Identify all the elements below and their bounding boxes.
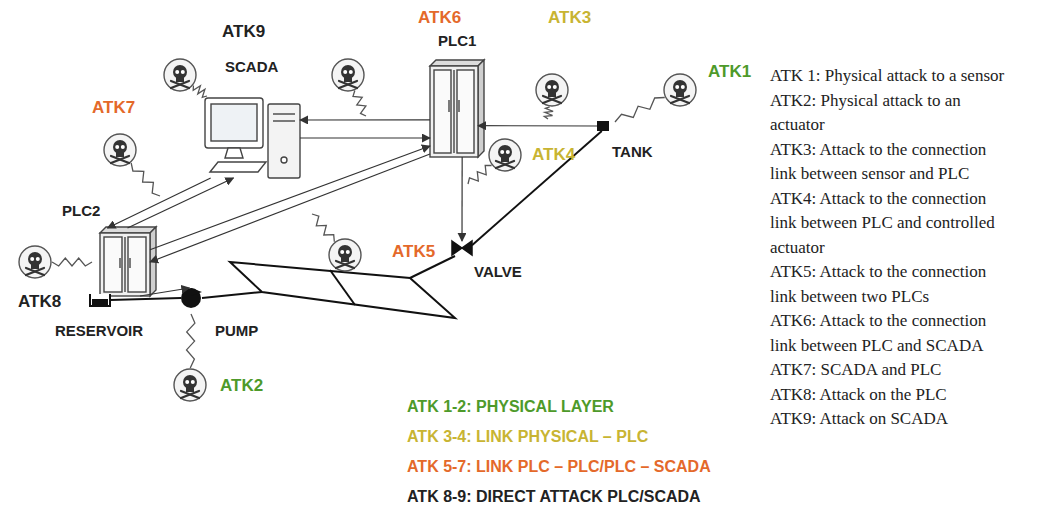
pipe-line — [110, 298, 181, 300]
attack-label: ATK6 — [418, 8, 461, 28]
signal-arrow — [300, 137, 430, 138]
plc-cabinet — [430, 60, 484, 157]
signal-arrow — [150, 146, 430, 250]
plc-cabinet — [100, 227, 156, 296]
signal-arrow — [478, 125, 597, 127]
attack-stroke — [193, 85, 207, 97]
node-label: RESERVOIR — [55, 322, 143, 339]
node-label: PUMP — [215, 322, 258, 339]
attack-stroke — [615, 98, 665, 122]
category-label: ATK 8-9: DIRECT ATTACK PLC/SCADA — [407, 488, 701, 506]
attack-stroke — [131, 163, 160, 196]
scada-icon — [205, 98, 300, 178]
attack-label: ATK9 — [222, 22, 265, 42]
attack-description: ATK8: Attack on the PLC — [770, 383, 1010, 408]
attack-label: ATK3 — [548, 8, 591, 28]
reservoir-symbol — [90, 294, 110, 306]
attack-label: ATK8 — [18, 292, 61, 312]
attack-stroke — [187, 314, 195, 368]
category-label: ATK 5-7: LINK PLC – PLC/PLC – SCADA — [407, 458, 711, 476]
attack-description: ATK9: Attack on SCADA — [770, 407, 1010, 432]
category-label: ATK 1-2: PHYSICAL LAYER — [407, 398, 614, 416]
node-label: PLC1 — [438, 32, 476, 49]
signal-arrow — [128, 178, 234, 228]
valve-node: VALVE — [452, 241, 472, 255]
plc-node: PLC1 — [430, 62, 478, 157]
node-label: VALVE — [474, 263, 522, 280]
attack-stroke — [353, 91, 366, 116]
attack-stroke — [52, 258, 92, 266]
attack-description: ATK2: Physical attack to an actuator — [770, 89, 1010, 138]
plc-node: PLC2 — [100, 228, 150, 296]
scada-node: SCADA — [205, 98, 300, 178]
signal-arrow — [108, 178, 211, 228]
node-label: PLC2 — [62, 202, 100, 219]
attack-stroke — [468, 165, 492, 184]
signal-arrow — [461, 157, 462, 241]
attack-description: ATK5: Attack to the connection link betw… — [770, 260, 1010, 309]
reservoir-node: RESERVOIR — [90, 294, 110, 306]
attack-label: ATK7 — [92, 98, 135, 118]
pipe-line — [472, 131, 602, 245]
signal-arrow — [300, 119, 430, 120]
tank-node: TANK — [597, 121, 609, 131]
node-label: SCADA — [225, 58, 278, 75]
attack-stroke — [544, 107, 553, 119]
attack-label: ATK5 — [392, 242, 435, 262]
attack-label: ATK1 — [708, 62, 751, 82]
attack-label: ATK2 — [220, 376, 263, 396]
tank-sensor — [597, 121, 609, 131]
signal-arrow — [140, 288, 189, 296]
pump-symbol — [181, 288, 202, 308]
attack-description: ATK7: SCADA and PLC — [770, 358, 1010, 383]
attack-description: ATK4: Attack to the connection link betw… — [770, 187, 1010, 261]
signal-arrow — [150, 154, 430, 262]
pump-node: PUMP — [181, 288, 202, 308]
description-list: ATK 1: Physical attack to a sensorATK2: … — [770, 64, 1010, 432]
attack-stroke — [312, 214, 334, 242]
valve-symbol — [452, 241, 472, 255]
category-label: ATK 3-4: LINK PHYSICAL – PLC — [407, 428, 648, 446]
node-label: TANK — [612, 143, 653, 160]
attack-description: ATK3: Attack to the connection link betw… — [770, 138, 1010, 187]
attacker-icons — [19, 59, 696, 401]
attack-description: ATK6: Attack to the connection link betw… — [770, 309, 1010, 358]
attack-description: ATK 1: Physical attack to a sensor — [770, 64, 1010, 89]
attack-label: ATK4 — [532, 145, 575, 165]
